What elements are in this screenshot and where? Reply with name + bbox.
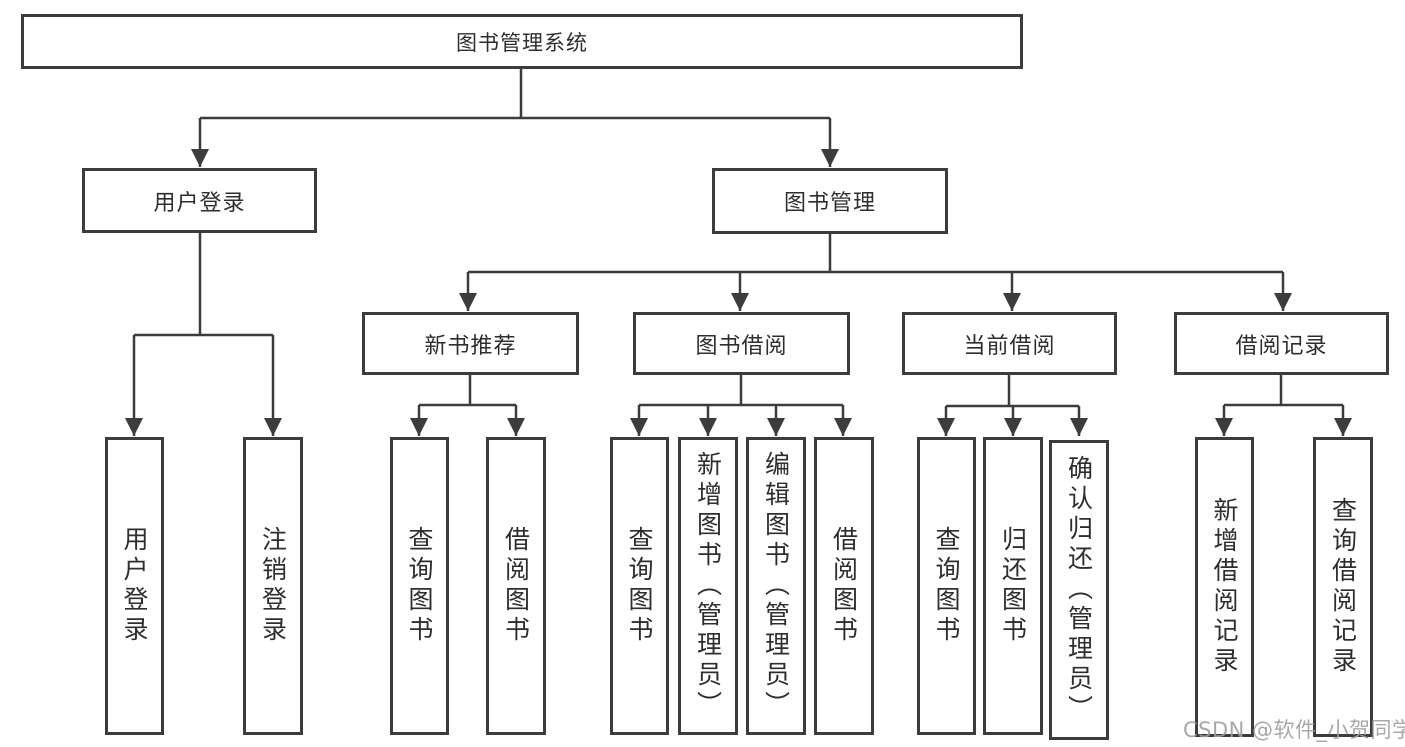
node-new-book-label: 新书推荐 (424, 333, 517, 359)
node-user-login-label: 用户登录 (153, 190, 246, 216)
leaf-borrow-borrow: 借阅图书 (814, 437, 874, 735)
leaf-borrow-edit-admin: 编辑图书（管理员） (746, 437, 806, 735)
root-branch-line (200, 68, 830, 120)
leaf-borrow-add-admin: 新增图书（管理员） (678, 437, 738, 735)
node-borrow-records: 借阅记录 (1174, 312, 1389, 375)
leaf-current-query: 查询图书 (917, 437, 976, 735)
leaf-borrow-query-label: 查询图书 (625, 526, 654, 646)
leaf-records-add: 新增借阅记录 (1195, 437, 1254, 737)
node-current-borrow: 当前借阅 (902, 312, 1117, 375)
user-login-branch-line (134, 233, 273, 337)
borrow-records-branch-line (1224, 375, 1343, 407)
leaf-records-query-label: 查询借阅记录 (1328, 497, 1358, 677)
node-book-mgmt: 图书管理 (712, 168, 948, 234)
current-borrow-branch-line (946, 375, 1079, 408)
leaf-borrow-borrow-label: 借阅图书 (829, 526, 859, 646)
csdn-watermark: CSDN @软件_小贺同学 (1183, 718, 1405, 742)
leaf-current-confirm-admin-label: 确认归还（管理员） (1064, 455, 1094, 725)
leaf-borrow-query: 查询图书 (610, 437, 669, 735)
leaf-logout-label: 注销登录 (258, 526, 288, 646)
leaf-newbook-query: 查询图书 (390, 437, 449, 735)
leaf-newbook-borrow: 借阅图书 (486, 437, 546, 735)
leaf-newbook-borrow-label: 借阅图书 (501, 526, 531, 646)
book-borrow-branch-line (639, 375, 843, 407)
leaf-records-add-label: 新增借阅记录 (1210, 497, 1239, 677)
leaf-user-login-label: 用户登录 (120, 526, 149, 646)
node-book-mgmt-label: 图书管理 (783, 191, 876, 216)
leaf-current-query-label: 查询图书 (932, 526, 961, 646)
node-root-label: 图书管理系统 (456, 30, 588, 55)
node-book-borrow: 图书借阅 (633, 312, 850, 375)
leaf-user-login: 用户登录 (105, 437, 164, 735)
new-book-branch-line (419, 375, 516, 407)
book-mgmt-branch-line (468, 234, 1283, 274)
node-book-borrow-label: 图书借阅 (695, 333, 788, 359)
node-current-borrow-label: 当前借阅 (963, 333, 1056, 359)
leaf-logout: 注销登录 (243, 437, 303, 735)
leaf-current-return-label: 归还图书 (998, 526, 1028, 646)
leaf-current-confirm-admin: 确认归还（管理员） (1049, 440, 1109, 740)
node-new-book: 新书推荐 (362, 312, 579, 375)
leaf-borrow-edit-admin-label: 编辑图书（管理员） (761, 451, 791, 721)
node-user-login: 用户登录 (82, 168, 317, 233)
node-root: 图书管理系统 (21, 14, 1023, 69)
node-borrow-records-label: 借阅记录 (1235, 333, 1328, 359)
leaf-newbook-query-label: 查询图书 (405, 526, 434, 646)
leaf-borrow-add-admin-label: 新增图书（管理员） (693, 451, 723, 721)
leaf-records-query: 查询借阅记录 (1313, 437, 1373, 737)
leaf-current-return: 归还图书 (983, 437, 1043, 735)
